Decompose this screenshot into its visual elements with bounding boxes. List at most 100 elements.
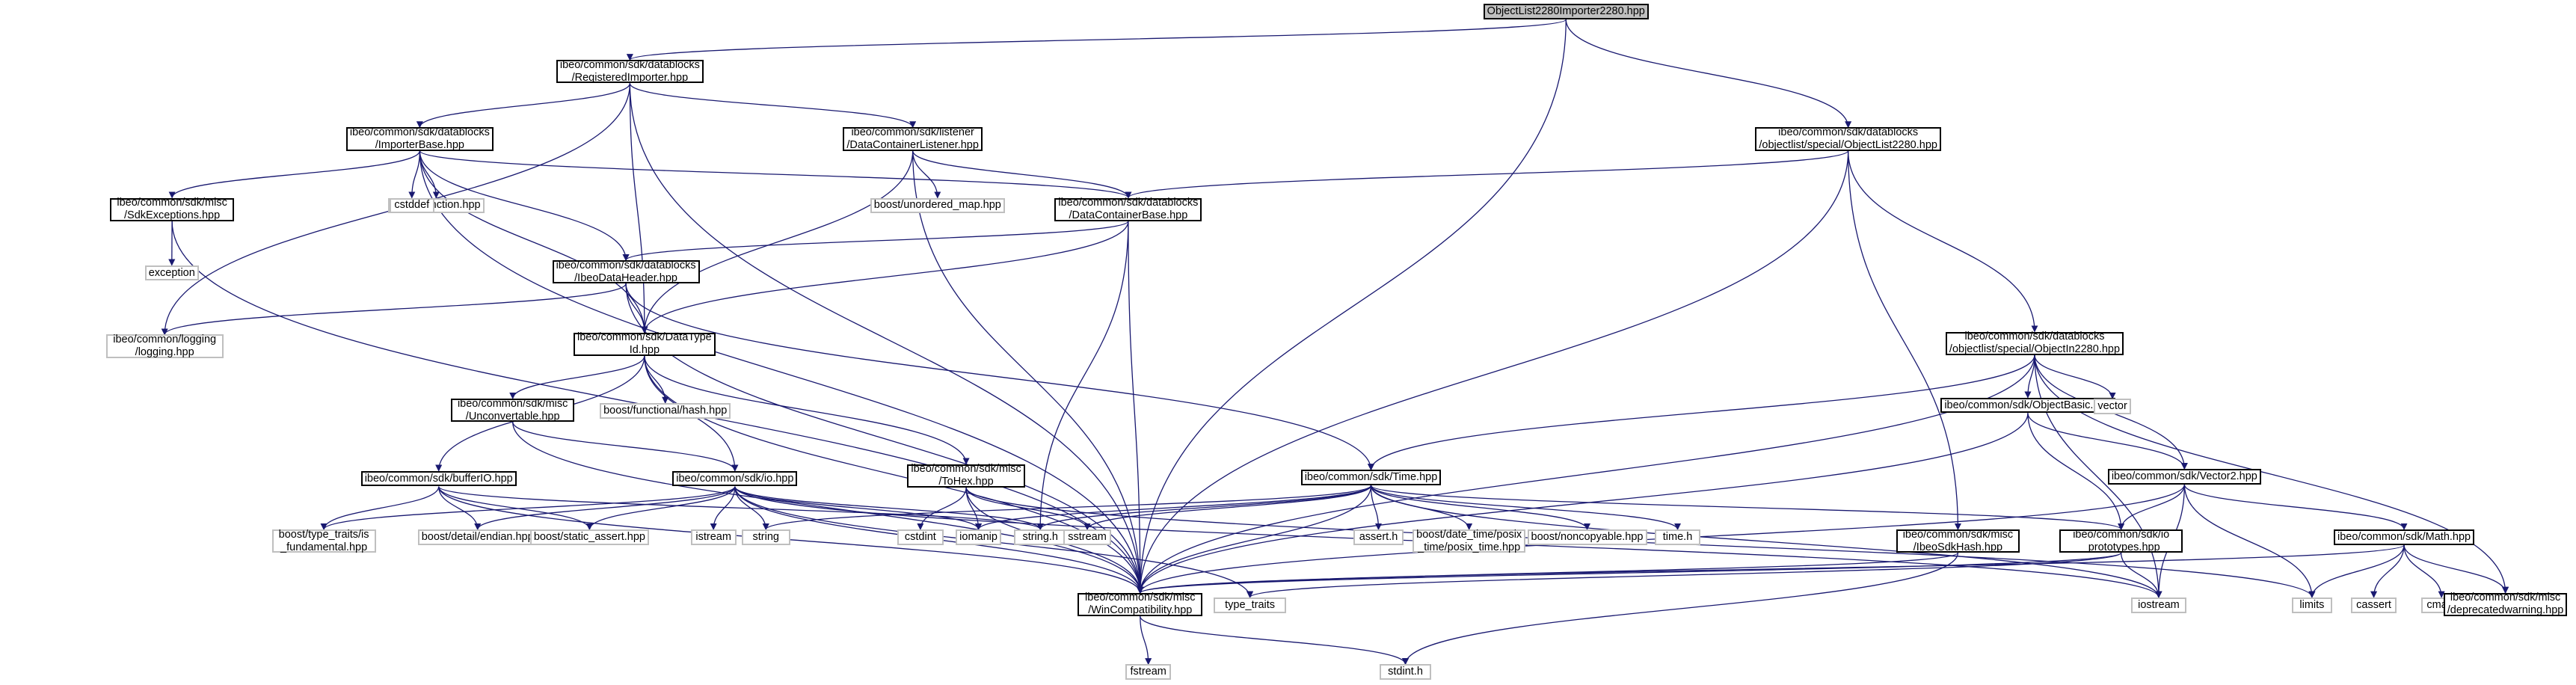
edge-mh-to-lim [2308,544,2405,598]
node-io[interactable]: ibeo/common/sdk/io.hpp [672,470,798,487]
node-ri[interactable]: ibeo/common/sdk/datablocks/RegisteredImp… [556,59,704,84]
node-label: boost/static_assert.hpp [533,530,645,543]
edge-ish-to-sth [1402,553,1959,666]
edge-io-to-btt [320,485,736,530]
node-v2[interactable]: ibeo/common/sdk/Vector2.hpp [2107,469,2261,485]
edge-ri-to-dt [629,83,648,334]
node-bpt: boost/date_time/posix_time/posix_time.hp… [1413,529,1526,553]
node-th[interactable]: ibeo/common/sdk/misc/ToHex.hpp [907,463,1025,488]
node-label: /logging.hpp [135,346,194,359]
node-bio[interactable]: ibeo/common/sdk/bufferIO.hpp [360,470,517,487]
node-label: /ToHex.hpp [938,476,994,488]
node-o28[interactable]: ibeo/common/sdk/datablocks/objectlist/sp… [1945,331,2124,356]
node-label: ibeo/common/sdk/DataType [577,331,712,344]
edge-ol-to-dcb [1125,150,1849,199]
node-ish[interactable]: ibeo/common/sdk/misc/IbeoSdkHash.hpp [1896,529,2020,553]
node-label: ibeo/common/sdk/io.hpp [676,472,794,485]
node-se[interactable]: ibeo/common/sdk/misc/SdkExceptions.hpp [110,197,234,221]
node-ex: exception [144,265,199,281]
edge-ib-to-se [168,150,421,199]
node-label: ibeo/common/sdk/misc [117,197,227,209]
node-root[interactable]: ObjectList2280Importer2280.hpp [1483,4,1649,19]
node-btt: boost/type_traits/is_fundamental.hpp [271,528,376,553]
node-sth: stdint.h [1379,664,1432,681]
node-wc[interactable]: ibeo/common/sdk/misc/WinCompatibility.hp… [1078,592,1203,617]
edge-tm-to-sh [1036,485,1372,530]
edge-mh-to-cm [2403,544,2445,598]
edge-v2-to-lim [2183,484,2316,598]
node-obs[interactable]: ibeo/common/sdk/ObjectBasic.hpp [1940,397,2115,414]
node-label: /deprecatedwarning.hpp [2447,604,2564,617]
edge-io-to-iom [734,486,983,530]
node-label: ibeo/common/sdk/misc [457,397,568,410]
edge-dt-to-bfh [644,355,669,404]
node-label: boost/noncopyable.hpp [1531,530,1644,543]
node-label: string [752,530,779,543]
node-label: boost/type_traits/is [278,528,369,541]
node-label: ibeo/common/sdk/Vector2.hpp [2111,470,2257,482]
edge-dcl-to-um [912,150,941,199]
edge-root-to-wc [1137,19,1567,594]
node-label: istream [695,530,731,543]
edge-tm-to-iop [1370,485,2124,530]
node-label: ObjectList2280Importer2280.hpp [1487,5,1645,18]
node-label: _prototypes.hpp [2082,541,2160,553]
node-ib[interactable]: ibeo/common/sdk/datablocks/ImporterBase.… [345,126,494,151]
node-tm[interactable]: ibeo/common/sdk/Time.hpp [1300,470,1442,486]
node-label: /IbeoDataHeader.hpp [574,271,677,284]
node-label: ibeo/common/sdk/datablocks [1964,331,2105,343]
node-lim: limits [2291,597,2332,613]
node-label: ibeo/common/sdk/io [2073,528,2170,541]
node-un[interactable]: ibeo/common/sdk/misc/Unconvertable.hpp [451,397,575,423]
edge-tm-to-ss [1083,485,1372,530]
node-label: /DataContainerBase.hpp [1069,209,1188,222]
edge-ol-to-o28 [1848,150,2038,333]
edge-iop-to-tt [1246,552,2122,598]
edge-o28-to-vec [2034,354,2116,399]
node-ist: istream [690,529,737,545]
node-mh[interactable]: ibeo/common/sdk/Math.hpp [2333,529,2475,545]
edge-ib-to-cd [408,150,421,199]
edge-iop-to-wc [1137,552,2122,594]
node-label: stdint.h [1388,666,1423,678]
node-ss: sstream [1063,529,1112,545]
edge-dt-to-un [509,355,645,399]
node-label: /IbeoSdkHash.hpp [1913,541,2003,553]
edge-iop-to-ios [2121,553,2162,598]
node-dcb[interactable]: ibeo/common/sdk/datablocks/DataContainer… [1054,197,1202,222]
node-label: boost/functional/hash.hpp [603,404,728,417]
edge-dt-to-wc [644,355,1144,594]
node-label: ibeo/common/sdk/datablocks [1778,126,1919,138]
edge-io-to-sh [734,486,1044,530]
edge-ri-to-dcl [629,83,917,129]
edge-ol-to-wc [1137,150,1849,594]
node-ol[interactable]: ibeo/common/sdk/datablocks/objectlist/sp… [1755,126,1941,151]
edge-ib-to-wc [419,150,1144,594]
node-label: exception [148,266,195,279]
node-label: iostream [2138,598,2180,611]
node-label: /objectlist/special/ObjectIn2280.hpp [1949,343,2121,356]
node-dw[interactable]: ibeo/common/sdk/misc/deprecatedwarning.h… [2443,592,2568,617]
node-bsa: boost/static_assert.hpp [529,529,649,545]
node-label: ibeo/common/sdk/misc [2450,592,2561,604]
node-ios: iostream [2130,597,2186,613]
edge-ib-to-dcb [419,150,1132,199]
edge-th-to-ss [965,487,1091,530]
edge-root-to-ri [627,19,1567,61]
edge-ri-to-ib [416,83,631,129]
edge-un-to-io [512,421,739,472]
node-dcl[interactable]: ibeo/common/sdk/listener/DataContainerLi… [843,126,983,151]
node-iop[interactable]: ibeo/common/sdk/io_prototypes.hpp [2059,529,2183,553]
edge-v2-to-mh [2183,484,2408,530]
edge-obs-to-v2 [2027,413,2188,470]
node-bde: boost/detail/endian.hpp [417,529,538,545]
edge-obs-to-wc [1137,413,2029,594]
node-label: /Unconvertable.hpp [465,410,560,423]
node-idh[interactable]: ibeo/common/sdk/datablocks/IbeoDataHeade… [552,259,700,284]
node-label: /WinCompatibility.hpp [1088,604,1193,617]
node-label: cstddef [394,199,430,212]
edge-dcl-to-dcb [912,150,1132,199]
edge-dcb-to-wc [1128,221,1144,594]
